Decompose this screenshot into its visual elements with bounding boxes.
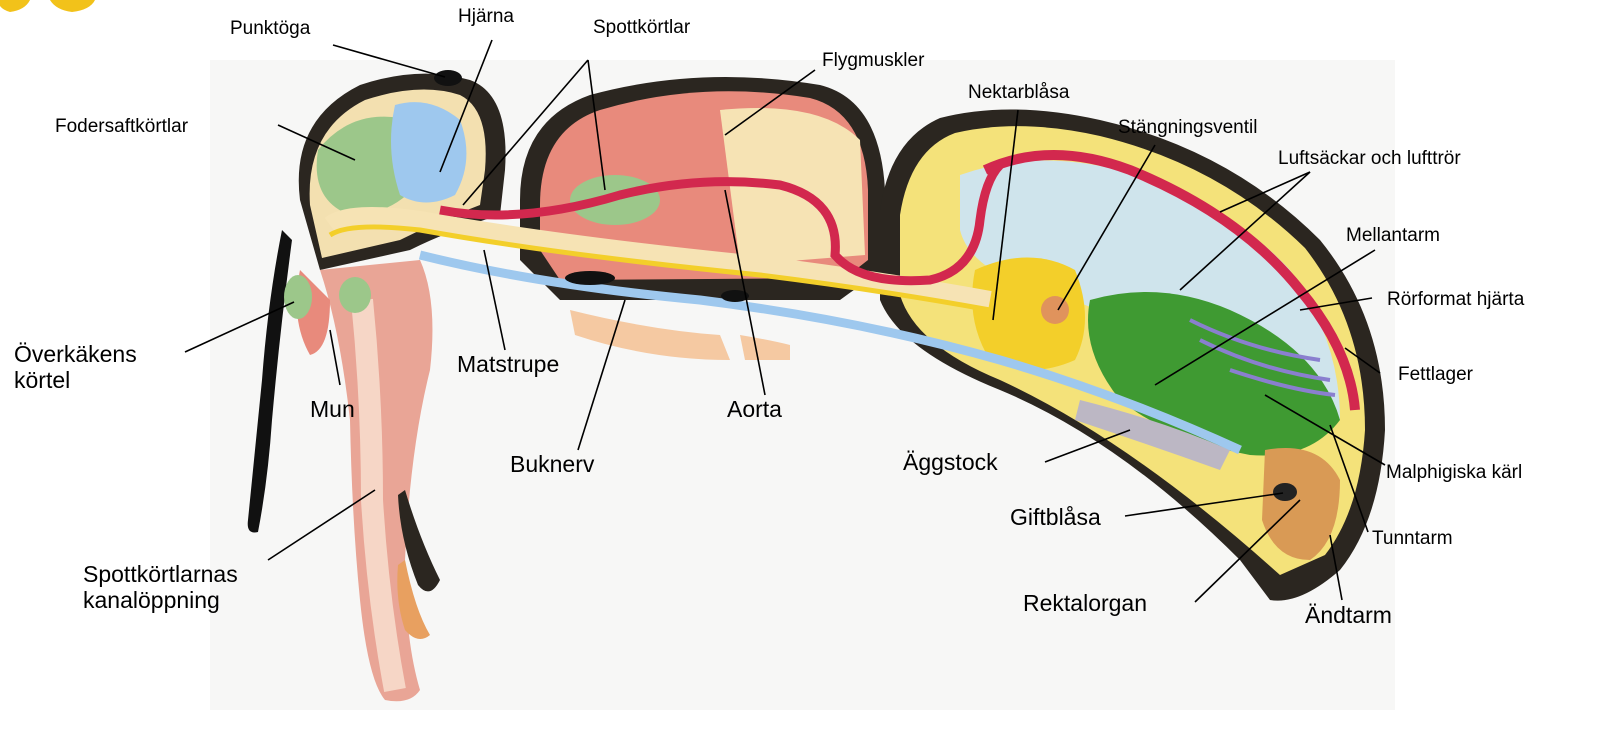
label-hjarna: Hjärna xyxy=(458,6,514,27)
label-aggstock: Äggstock xyxy=(903,450,998,476)
label-stangningsventil: Stängningsventil xyxy=(1118,117,1257,138)
label-nektarblasa: Nektarblåsa xyxy=(968,82,1069,103)
label-mun: Mun xyxy=(310,397,355,423)
label-overkakens-kortel: Överkäkens körtel xyxy=(14,342,137,394)
label-spottkortlarnas: Spottkörtlarnas kanalöppning xyxy=(83,562,238,614)
label-rorformat-hjarta: Rörformat hjärta xyxy=(1387,289,1524,310)
label-fettlager: Fettlager xyxy=(1398,364,1473,385)
label-aorta: Aorta xyxy=(727,397,782,423)
label-malphigiska: Malphigiska kärl xyxy=(1386,462,1522,483)
label-tunntarm: Tunntarm xyxy=(1372,528,1453,549)
label-matstrupe: Matstrupe xyxy=(457,352,559,378)
label-mellantarm: Mellantarm xyxy=(1346,225,1440,246)
label-spottkortlar: Spottkörtlar xyxy=(593,17,690,38)
label-luftsackar: Luftsäckar och lufttrör xyxy=(1278,148,1461,169)
label-fodersaftkortlar: Fodersaftkörtlar xyxy=(55,116,188,137)
label-buknerv: Buknerv xyxy=(510,452,594,478)
label-punktoga: Punktöga xyxy=(230,18,310,39)
label-rektalorgan: Rektalorgan xyxy=(1023,591,1147,617)
label-giftblasa: Giftblåsa xyxy=(1010,505,1101,531)
label-flygmuskler: Flygmuskler xyxy=(822,50,924,71)
label-andtarm: Ändtarm xyxy=(1305,603,1392,629)
